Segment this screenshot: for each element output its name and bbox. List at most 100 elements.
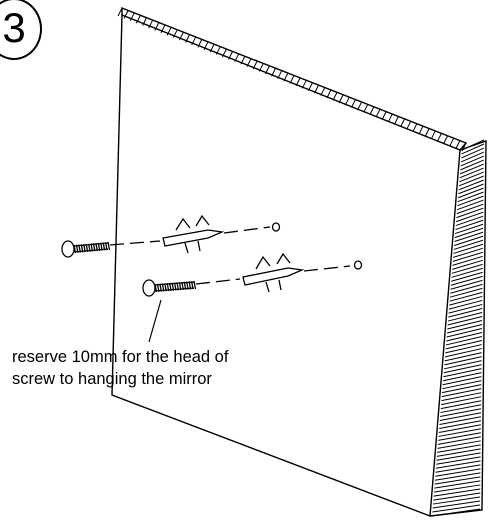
hatch-stroke <box>440 400 482 410</box>
hatch-stroke <box>435 460 481 469</box>
hatch-stroke <box>461 139 485 151</box>
thread-stroke <box>97 242 101 251</box>
hatch-stroke <box>454 223 484 235</box>
hatch-stroke <box>451 271 483 282</box>
hatch-stroke <box>197 39 203 48</box>
hatch-stroke <box>457 191 484 203</box>
hatch-stroke <box>418 125 424 135</box>
thread-stroke <box>193 280 197 290</box>
hatch-stroke <box>363 104 369 113</box>
lower-screw-assembly <box>142 252 363 297</box>
hatch-stroke <box>442 380 482 390</box>
hatch-stroke <box>439 412 482 422</box>
hatch-stroke <box>458 179 484 191</box>
hatch-stroke <box>452 255 483 266</box>
hatch-stroke <box>332 92 338 101</box>
thread-stroke <box>73 244 77 254</box>
hatch-stroke <box>129 12 135 22</box>
lower-axis-line <box>195 278 241 285</box>
hatch-stroke <box>435 468 481 477</box>
wall-face <box>111 13 461 517</box>
hatch-stroke <box>283 72 289 82</box>
hatch-stroke <box>350 99 356 108</box>
thread-stroke <box>186 281 189 290</box>
caption-line-1: reserve 10mm for the head of <box>12 348 229 366</box>
hatch-stroke <box>450 283 483 294</box>
hatch-stroke <box>234 53 240 63</box>
thread-stroke <box>181 281 184 291</box>
hatch-stroke <box>443 368 482 378</box>
hatch-stroke <box>456 203 484 215</box>
hatch-stroke <box>307 82 313 91</box>
hatch-stroke <box>458 175 484 187</box>
hatch-stroke <box>443 364 482 374</box>
hatch-stroke <box>442 384 482 394</box>
thread-stroke <box>166 282 170 292</box>
wall-side-hatching <box>431 139 485 517</box>
hatch-stroke <box>436 448 481 457</box>
hatch-stroke <box>447 311 483 322</box>
upper-screw-assembly <box>61 214 281 258</box>
hatch-stroke <box>320 87 326 96</box>
hatch-stroke <box>458 183 484 195</box>
hatch-stroke <box>448 299 483 310</box>
hatch-stroke <box>436 452 481 461</box>
hatch-stroke <box>449 295 483 306</box>
hatch-stroke <box>431 508 481 517</box>
thread-stroke <box>164 283 167 292</box>
hatch-stroke <box>438 428 481 437</box>
hatch-stroke <box>434 476 481 485</box>
hatch-stroke <box>445 336 482 346</box>
hatch-stroke <box>436 133 442 142</box>
hatch-stroke <box>301 80 307 89</box>
hatch-stroke <box>444 352 482 362</box>
thread-stroke <box>159 283 163 292</box>
upper-axis-line-2 <box>223 226 271 234</box>
hatch-stroke <box>449 137 455 147</box>
hatch-stroke <box>455 215 484 227</box>
hatch-stroke <box>438 424 482 433</box>
thread-stroke <box>83 244 86 253</box>
hatch-stroke <box>406 121 412 130</box>
hatch-stroke <box>433 484 481 493</box>
hatch-stroke <box>135 15 141 24</box>
hatch-stroke <box>455 211 484 223</box>
hatch-stroke <box>455 219 484 231</box>
thread-stroke <box>161 283 165 292</box>
hatch-stroke <box>440 408 482 418</box>
lower-screw-head <box>142 279 156 297</box>
hatch-stroke <box>442 376 482 386</box>
hatch-stroke <box>258 63 264 72</box>
hatch-stroke <box>454 227 484 238</box>
hatch-stroke <box>400 118 406 128</box>
hatch-stroke <box>446 328 483 338</box>
upper-wall-plug <box>162 214 225 254</box>
hatch-stroke <box>438 432 481 441</box>
hatch-stroke <box>430 130 436 140</box>
upper-screw-thread <box>73 241 111 254</box>
hatch-stroke <box>160 24 166 34</box>
upper-drill-hole <box>271 222 281 232</box>
hatch-stroke <box>381 111 387 120</box>
hatch-stroke <box>203 41 209 50</box>
hatch-stroke <box>441 388 482 398</box>
hatch-stroke <box>449 287 483 298</box>
thread-stroke <box>90 243 94 252</box>
hatch-stroke <box>457 195 484 207</box>
hatch-stroke <box>459 163 484 175</box>
hatch-stroke <box>454 235 484 246</box>
hatch-stroke <box>434 472 481 481</box>
hatch-stroke <box>443 135 449 144</box>
upper-screw-head <box>61 240 75 258</box>
hatch-stroke <box>228 51 234 60</box>
hatch-stroke <box>447 315 483 326</box>
hatch-stroke <box>123 10 129 19</box>
hatch-stroke <box>448 307 483 318</box>
thread-stroke <box>104 242 108 251</box>
hatch-stroke <box>432 496 481 505</box>
lower-wall-plug <box>242 252 305 293</box>
hatch-stroke <box>445 344 482 354</box>
callout-leader-line <box>148 299 162 343</box>
hatch-stroke <box>439 416 482 425</box>
